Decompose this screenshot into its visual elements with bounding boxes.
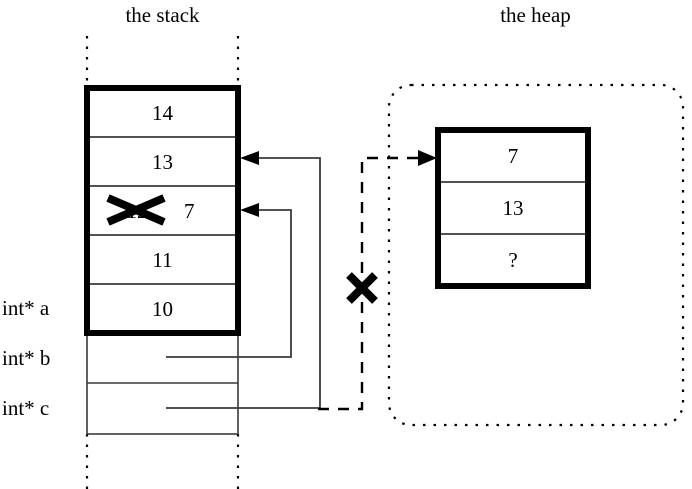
heap-title: the heap <box>500 3 571 27</box>
variable-label-c: int* c <box>2 396 50 420</box>
variable-label-b: int* b <box>2 346 51 370</box>
pointer-b-connector <box>166 203 292 358</box>
stack-cell-replacement-2: 7 <box>184 199 195 223</box>
stack-array-frame <box>84 85 241 336</box>
stack-cell-value-3: 11 <box>152 248 173 272</box>
heap-cell-value-2: ? <box>508 248 518 272</box>
heap-block-frame <box>435 127 591 289</box>
crossout-x-icon <box>106 194 166 226</box>
stack-cell-value-0: 14 <box>152 101 173 125</box>
heap-region-boundary <box>387 83 685 427</box>
heap-cell-value-1: 13 <box>502 196 524 220</box>
stack-title: the stack <box>125 3 200 27</box>
variable-label-a: int* a <box>2 296 50 320</box>
stale-pointer-dashed-connector <box>318 150 437 411</box>
stack-cell-value-4: 10 <box>152 297 173 321</box>
stale-pointer-arrowhead <box>418 150 437 166</box>
pointer-c-arrowhead <box>240 151 259 165</box>
stack-cell-value-2: 12 <box>126 199 148 223</box>
pointer-b-arrowhead <box>240 203 259 217</box>
stack-cell-value-1: 13 <box>152 150 173 174</box>
invalid-pointer-x-icon <box>346 272 378 304</box>
pointer-c-connector <box>166 151 321 409</box>
heap-cell-value-0: 7 <box>507 144 519 168</box>
